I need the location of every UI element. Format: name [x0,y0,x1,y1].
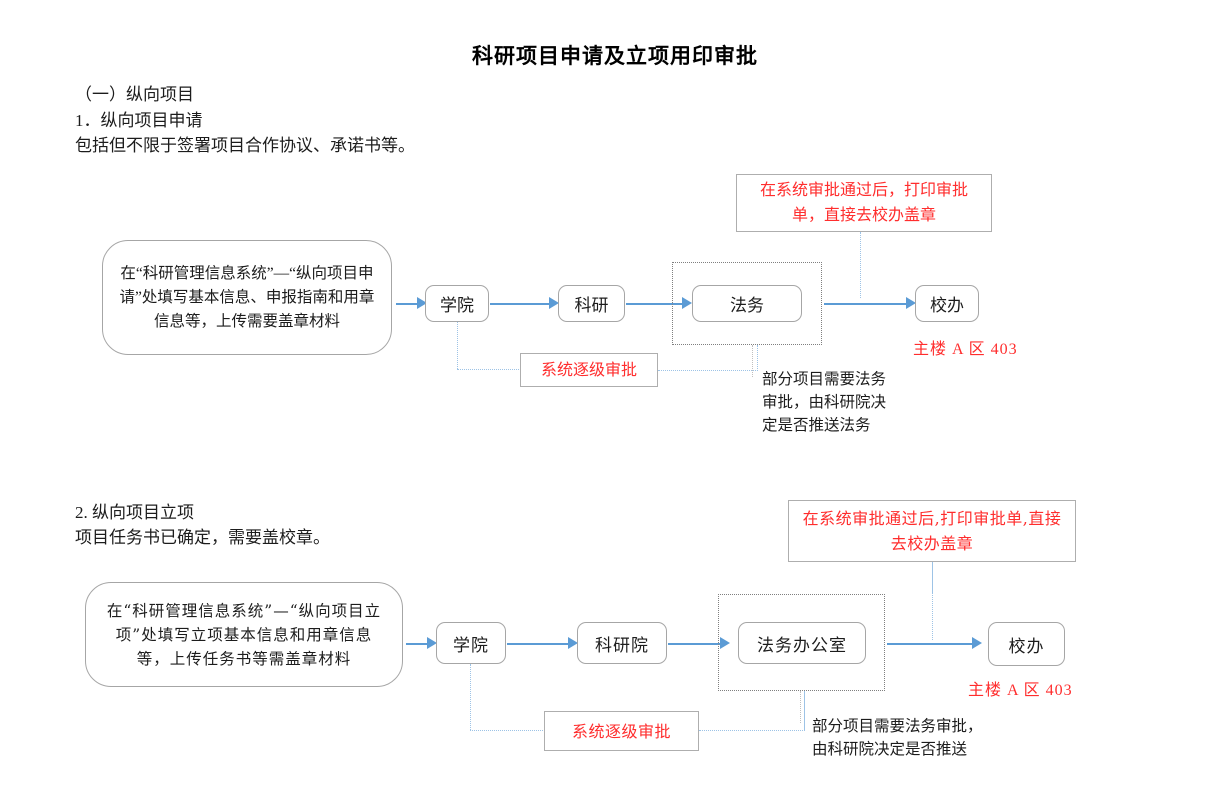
section1-arrow-3-head [682,297,692,309]
section2-side-note-line-2: 由科研院决定是否推送 [812,740,968,758]
section1-side-note-line-2: 审批，由科研院决 [762,394,887,411]
section2-arrow-3-line [668,643,721,645]
section1-arrow-2-head [549,297,559,309]
section1-arrow-4-line [824,303,908,305]
section2-callout-top: 在系统审批通过后,打印审批单,直接去校办盖章 [788,500,1076,562]
section1-flow-connector-horizontal [457,369,521,370]
section2-node-xiaoban: 校办 [988,622,1065,666]
section1-side-note: 部分项目需要法务 审批，由科研院决 定是否推送法务 [762,368,886,437]
section2-arrow-2-head [568,637,578,649]
section1-side-note-line-1: 部分项目需要法务 [762,371,887,388]
section2-side-note-line-1: 部分项目需要法务审批， [812,717,983,735]
section1-arrow-1-line [396,303,418,305]
section2-node-xueyuan: 学院 [436,622,506,664]
section2-item-heading: 2. 纵向项目立项 [75,503,194,522]
section2-callout-connector-vertical [932,562,933,594]
section1-red-location: 主楼 A 区 403 [913,341,1018,358]
section1-callout-flow: 系统逐级审批 [520,353,658,387]
section2-legal-note-connector [800,691,801,723]
section1-flow-to-legal-vertical [757,345,758,371]
section2-arrow-4-line [887,643,974,645]
section2-flow-connector-horizontal [470,730,545,731]
section2-flow-connector-vertical [470,664,471,730]
section2-legal-group-box [718,594,885,691]
section1-arrow-2-line [490,303,550,305]
section1-input-box: 在“科研管理信息系统”—“纵向项目申请”处填写基本信息、申报指南和用章信息等，上… [102,240,392,355]
section1-group-heading: （一）纵向项目 [75,85,194,104]
section2-arrow-1-head [427,637,437,649]
section2-description: 项目任务书已确定，需要盖校章。 [75,528,330,547]
section2-input-box: 在“科研管理信息系统”—“纵向项目立项”处填写立项基本信息和用章信息等，上传任务… [85,582,403,687]
page-title: 科研项目申请及立项用印审批 [472,44,758,68]
section1-node-xueyuan: 学院 [425,285,489,322]
section2-arrow-2-line [507,643,569,645]
section1-side-note-line-3: 定是否推送法务 [762,417,871,434]
section1-arrow-4-head [906,297,916,309]
section2-node-keyanyuan: 科研院 [577,622,667,664]
section1-callout-connector [860,232,861,298]
section1-arrow-3-line [626,303,683,305]
section2-flow-to-legal-horizontal [699,730,805,731]
section1-legal-group-box [672,262,822,345]
section1-node-fawu: 法务 [692,285,802,322]
section1-arrow-1-head [417,297,427,309]
section1-node-xiaoban: 校办 [915,285,979,322]
section2-callout-connector-dotted [932,592,933,640]
section2-callout-flow: 系统逐级审批 [544,711,699,751]
section1-node-keyan: 科研 [558,285,625,322]
section2-node-fawu-office: 法务办公室 [738,622,866,664]
section2-arrow-1-line [406,643,428,645]
section2-arrow-3-head [720,637,730,649]
section1-item-heading: 1．纵向项目申请 [75,111,203,130]
section2-flow-to-legal-vertical [804,691,805,731]
section2-arrow-4-head [972,637,982,649]
section2-red-location: 主楼 A 区 403 [968,682,1073,699]
section1-description: 包括但不限于签署项目合作协议、承诺书等。 [75,136,415,155]
section1-flow-to-legal-horizontal [658,370,758,371]
section1-flow-connector-vertical [457,322,458,369]
section2-side-note: 部分项目需要法务审批， 由科研院决定是否推送 [812,715,983,761]
section1-legal-note-connector [752,345,753,377]
section1-callout-top: 在系统审批通过后，打印审批单，直接去校办盖章 [736,174,992,232]
